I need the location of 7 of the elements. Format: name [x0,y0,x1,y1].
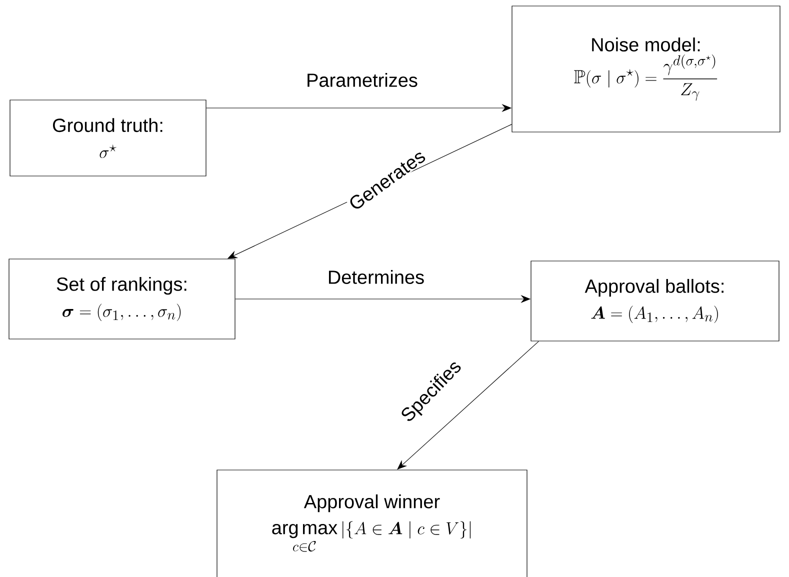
process-box: Ground truth: $\sigma^{\star}$ [10,100,206,176]
edge-label: Determines [326,269,426,285]
edge-label: Parametrizes [305,72,419,88]
process-box: Set of rankings: $\boldsymbol{\sigma} = (\sigma_1, \ldots, \sigma_n)$ [8,258,236,340]
process-box: Noise model: $\mathbb{P}(\sigma \mid \sigma^{\star}) = \frac{\gamma^{d(\sigma,\sigma^{\star})}}{Z_{\gamma}}$ [512,6,780,132]
process-box: Approval ballots: $\boldsymbol{A} = (A_1, \ldots, A_n)$ [530,260,780,342]
process-box: Approval winner $\operatorname*{arg\,max}_{c \in \mathcal{C}} \left|\{A \in \boldsymbol{A} \mid c \in V\}\right|$ [216,470,528,577]
